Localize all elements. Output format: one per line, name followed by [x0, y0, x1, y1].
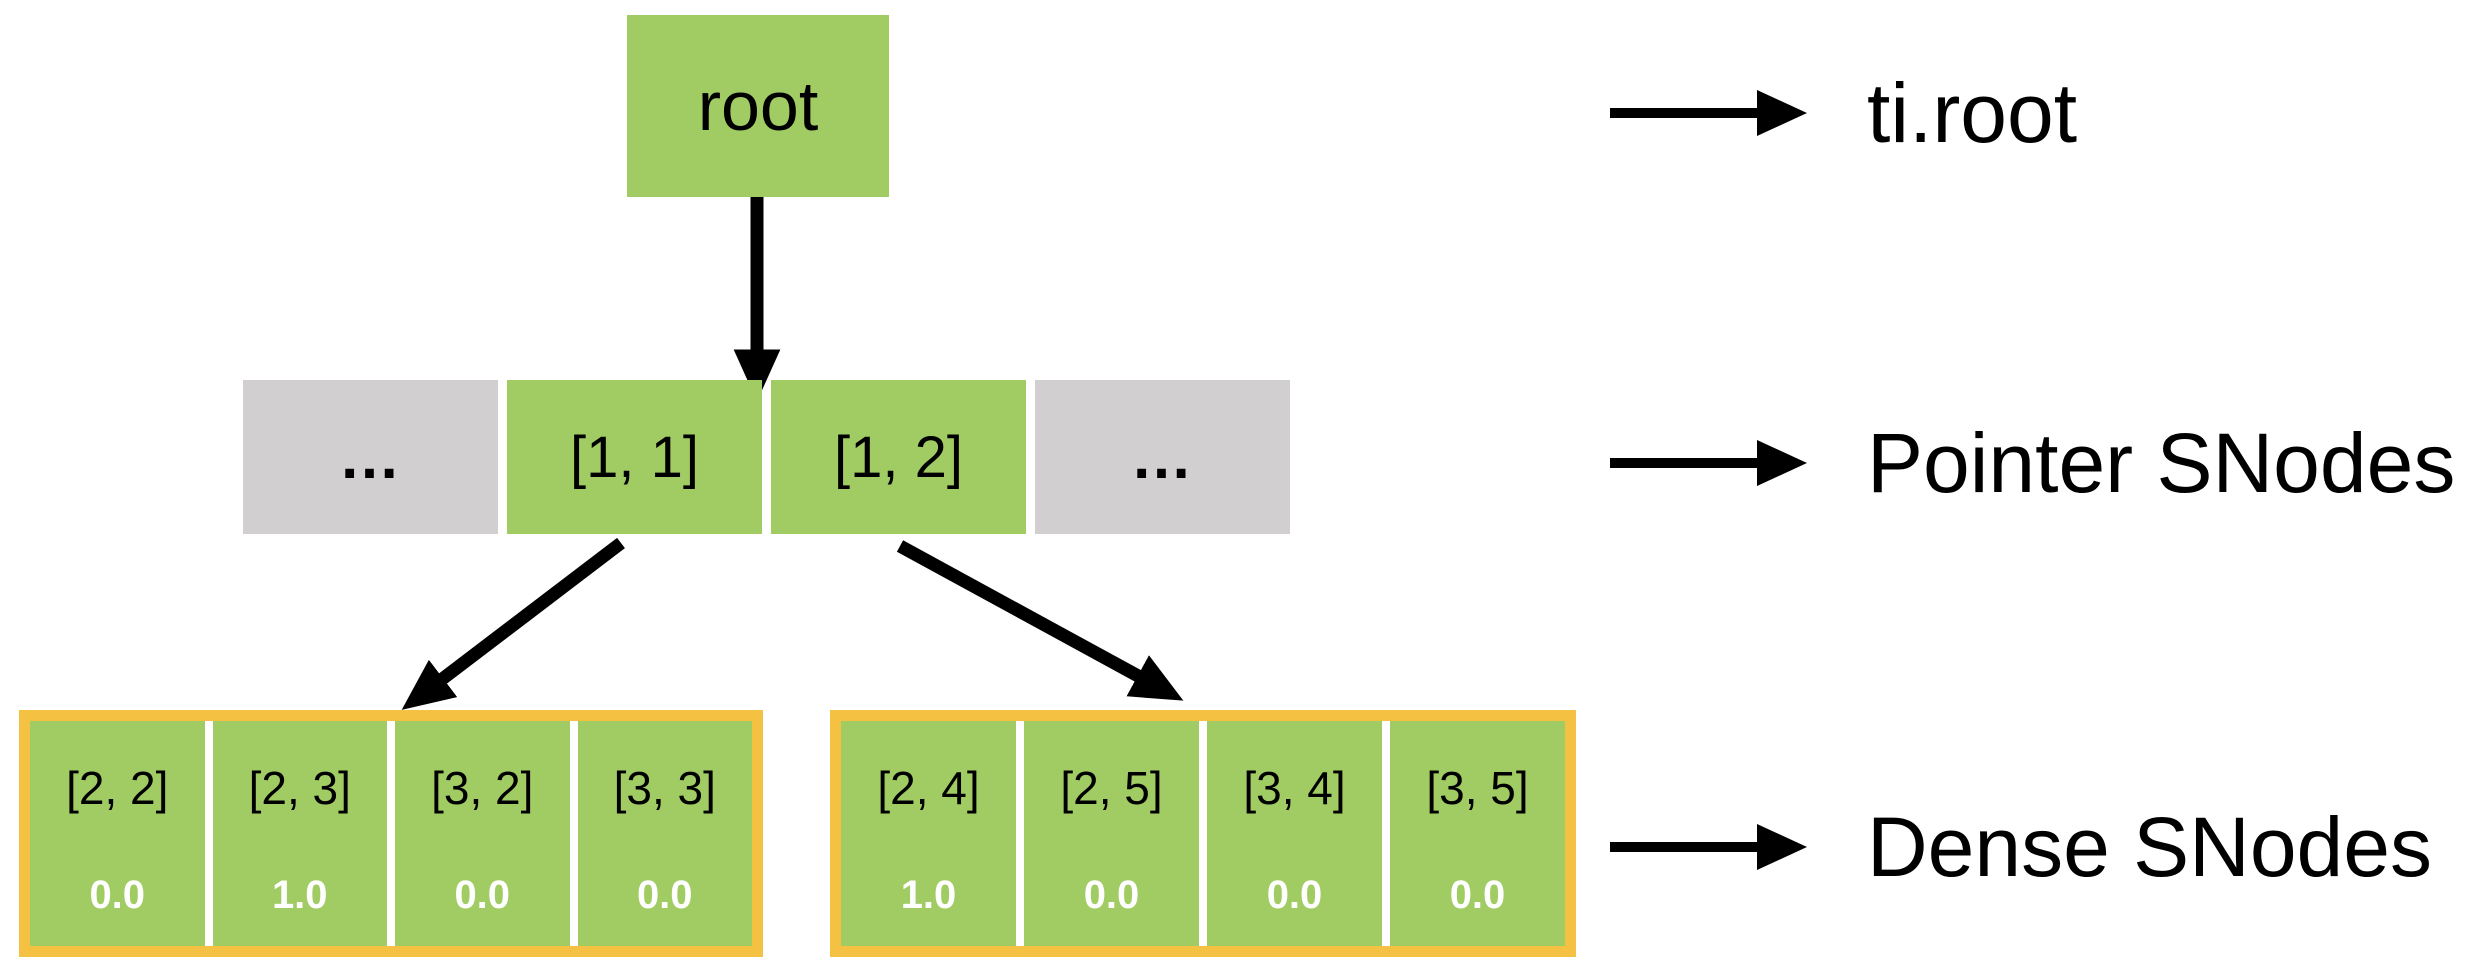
cell-coord: [3, 2] — [431, 762, 534, 814]
cell-coord: [3, 3] — [613, 762, 716, 814]
cell-coord: [2, 2] — [66, 762, 169, 814]
arrow-pointer-1-2-to-dense-right — [896, 540, 1184, 701]
dense-block-cells: [2, 4] 1.0 [2, 5] 0.0 [3, 4] 0.0 [3, 5] … — [841, 721, 1565, 946]
right-arrow-icon — [1757, 90, 1807, 136]
cell-value: 0.0 — [1266, 873, 1323, 917]
cell-value: 0.0 — [454, 873, 511, 917]
cell-coord: [3, 5] — [1426, 762, 1529, 814]
ellipsis-label: … — [338, 422, 403, 492]
dense-snode-block-right: [2, 4] 1.0 [2, 5] 0.0 [3, 4] 0.0 [3, 5] … — [830, 710, 1576, 957]
legend-label: ti.root — [1867, 65, 2078, 160]
dense-snode-block-left: [2, 2] 0.0 [2, 3] 1.0 [3, 2] 0.0 [3, 3] … — [19, 710, 763, 957]
right-arrow-icon — [1610, 458, 1757, 468]
arrow-pointer-1-1-to-dense-left — [401, 537, 625, 710]
cell-coord: [2, 4] — [877, 762, 980, 814]
pointer-cell-label: [1, 2] — [834, 424, 963, 490]
right-arrow-icon — [1610, 108, 1757, 118]
cell-value: 0.0 — [89, 873, 146, 917]
pointer-snode-row: … [1, 1] [1, 2] … — [243, 380, 1290, 534]
dense-cell: [2, 3] 1.0 — [212, 721, 387, 946]
ellipsis-label: … — [1130, 422, 1195, 492]
dense-cell: [3, 2] 0.0 — [395, 721, 570, 946]
cell-value: 1.0 — [900, 873, 957, 917]
legend-item-dense-snodes: Dense SNodes — [1610, 797, 2432, 897]
right-arrow-icon — [1757, 824, 1807, 870]
legend-label: Pointer SNodes — [1867, 415, 2456, 510]
dense-cell: [3, 3] 0.0 — [577, 721, 752, 946]
cell-coord: [2, 3] — [248, 762, 351, 814]
cell-value: 1.0 — [271, 873, 328, 917]
cell-value: 0.0 — [1083, 873, 1140, 917]
cell-value: 0.0 — [636, 873, 693, 917]
right-arrow-icon — [1757, 440, 1807, 486]
cell-coord: [3, 4] — [1243, 762, 1346, 814]
root-node: root — [627, 15, 889, 197]
cell-coord: [2, 5] — [1060, 762, 1163, 814]
dense-cell: [2, 5] 0.0 — [1024, 721, 1199, 946]
dense-cell: [3, 5] 0.0 — [1390, 721, 1565, 946]
right-arrow-icon — [1610, 842, 1757, 852]
pointer-cell-1-2: [1, 2] — [771, 380, 1026, 534]
legend-item-pointer-snodes: Pointer SNodes — [1610, 413, 2455, 513]
pointer-cell-1-1: [1, 1] — [507, 380, 762, 534]
pointer-cell-ellipsis-right: … — [1035, 380, 1290, 534]
pointer-cell-ellipsis-left: … — [243, 380, 498, 534]
root-node-label: root — [697, 67, 819, 145]
legend-label: Dense SNodes — [1867, 799, 2432, 894]
dense-cell: [2, 4] 1.0 — [841, 721, 1016, 946]
legend-item-ti-root: ti.root — [1610, 63, 2077, 163]
dense-block-cells: [2, 2] 0.0 [2, 3] 1.0 [3, 2] 0.0 [3, 3] … — [30, 721, 752, 946]
dense-cell: [2, 2] 0.0 — [30, 721, 205, 946]
cell-value: 0.0 — [1449, 873, 1506, 917]
pointer-cell-label: [1, 1] — [570, 424, 699, 490]
dense-cell: [3, 4] 0.0 — [1207, 721, 1382, 946]
